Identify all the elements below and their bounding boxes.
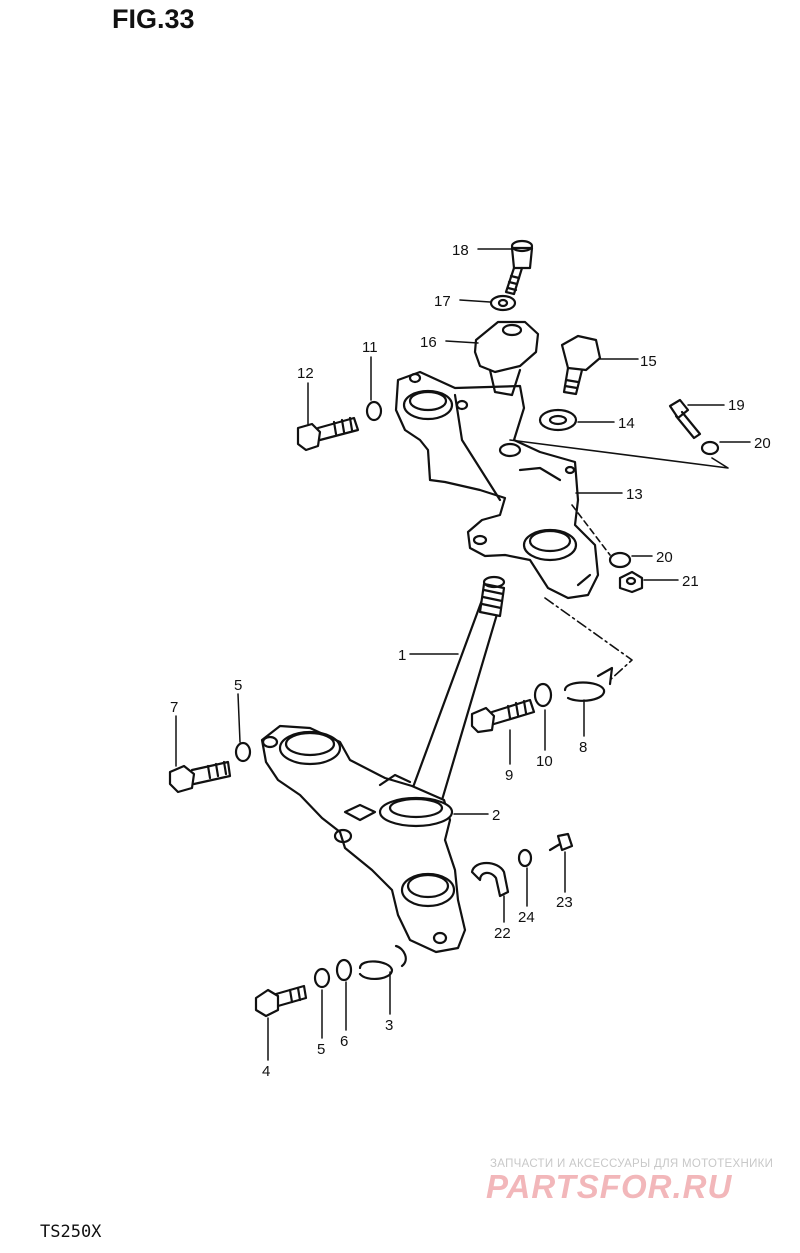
callout-13: 13 xyxy=(626,486,643,503)
callout-8: 8 xyxy=(579,739,587,756)
callout-16: 16 xyxy=(420,334,437,351)
callout-23: 23 xyxy=(556,894,573,911)
bolt-part-19 xyxy=(668,398,702,440)
callout-9: 9 xyxy=(505,767,513,784)
nut-part-21 xyxy=(618,570,644,594)
washer-part-14 xyxy=(538,408,578,432)
callout-1: 1 xyxy=(398,647,406,664)
steering-stem-part-1 xyxy=(410,575,506,802)
callout-3: 3 xyxy=(385,1017,393,1034)
callout-19: 19 xyxy=(728,397,745,414)
callout-11: 11 xyxy=(362,339,378,356)
bolt-part-7 xyxy=(168,760,232,794)
callout-4: 4 xyxy=(262,1063,270,1080)
leader-lines xyxy=(175,248,751,1061)
handlebar-holder-part-16 xyxy=(473,320,540,397)
clamp-part-22 xyxy=(470,861,510,898)
watermark-caption: ЗАПЧАСТИ И АКСЕССУАРЫ ДЛЯ МОТОТЕХНИКИ xyxy=(490,1158,774,1170)
callout-24: 24 xyxy=(518,909,535,926)
callout-5-lower: 5 xyxy=(317,1041,325,1058)
callout-12: 12 xyxy=(297,365,314,382)
washer-part-20-upper xyxy=(700,440,720,456)
washer-part-20-lower xyxy=(608,551,632,569)
model-label: TS250X xyxy=(40,1222,102,1242)
washer-part-5-lower xyxy=(313,967,331,989)
upper-bracket-part-13 xyxy=(394,370,600,600)
callout-14: 14 xyxy=(618,415,635,432)
washer-part-11 xyxy=(365,400,383,422)
bolt-part-15 xyxy=(560,334,602,396)
callout-6: 6 xyxy=(340,1033,348,1050)
washer-part-10 xyxy=(533,682,553,708)
race-part-2 xyxy=(378,796,454,828)
callout-20-upper: 20 xyxy=(754,435,771,452)
callout-15: 15 xyxy=(640,353,657,370)
washer-part-17 xyxy=(489,294,517,312)
callout-17: 17 xyxy=(434,293,451,310)
clip-part-8 xyxy=(563,666,614,702)
screw-part-23 xyxy=(548,832,574,852)
washer-part-5-upper xyxy=(234,741,252,763)
washer-part-24 xyxy=(517,848,533,868)
callout-5-upper: 5 xyxy=(234,677,242,694)
figure-title: FIG.33 xyxy=(112,4,195,34)
callout-10-label: 10 xyxy=(536,753,553,770)
lower-bracket xyxy=(260,724,467,954)
callout-7: 7 xyxy=(170,699,178,716)
callout-22: 22 xyxy=(494,925,511,942)
callout-18: 18 xyxy=(452,242,469,259)
callout-20-lower: 20 xyxy=(656,549,673,566)
watermark-logo: PARTSFOR.RU xyxy=(486,1168,733,1205)
callout-21: 21 xyxy=(682,573,699,590)
washer-part-6 xyxy=(335,958,353,982)
bolt-part-4 xyxy=(254,984,308,1018)
clip-part-3 xyxy=(358,944,407,980)
bolt-part-18 xyxy=(504,239,534,296)
reference-lines xyxy=(509,439,729,681)
bolt-part-12 xyxy=(296,416,360,452)
callout-2: 2 xyxy=(492,807,500,824)
bolt-part-9 xyxy=(470,698,536,734)
